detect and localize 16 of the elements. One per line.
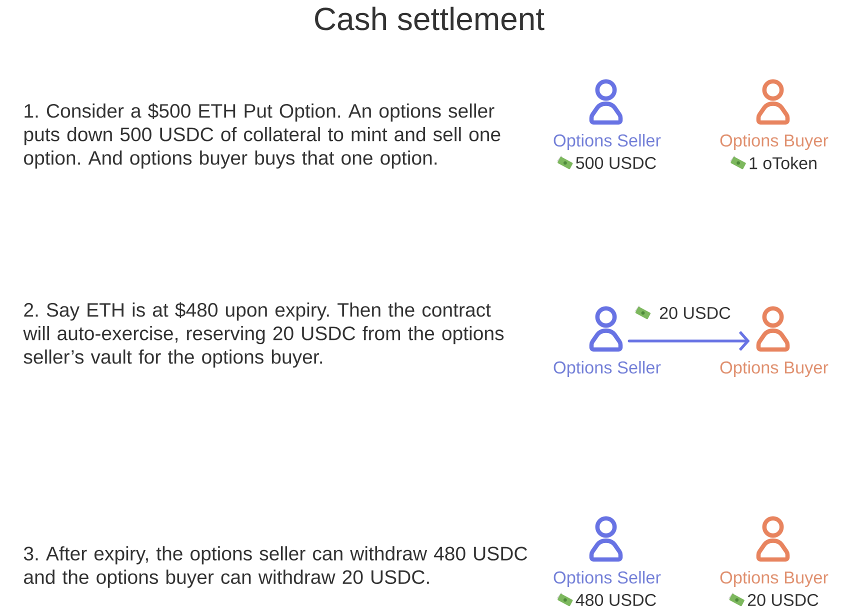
edge-label: 20 USDC: [658, 306, 732, 320]
role-label: Options Seller: [554, 134, 661, 150]
role-label: Options Buyer: [720, 360, 828, 377]
arrow: [628, 331, 750, 351]
role-label: Options Buyer: [720, 570, 828, 587]
role-label: Options Seller: [554, 570, 661, 587]
amount-label: 480 USDC: [576, 594, 656, 606]
step-text: 1. Consider a $500 ETH Put Option. An options seller puts down 500 USDC of collateral to mint and sell one option. And options buyer buys that one option.: [24, 103, 500, 169]
step-text: 2. Say ETH is at $480 upon expiry. Then the contract will auto-exercise, reserving 20 USDC from the options seller’s vault for the options buyer.: [23, 302, 504, 368]
role-label: Options Buyer: [720, 134, 828, 150]
step-text: 3. After expiry, the options seller can withdraw 480 USDC and the options buyer can withdraw 20 USDC.: [24, 546, 528, 588]
role-label: Options Seller: [554, 360, 661, 377]
amount-label: 500 USDC: [576, 156, 656, 169]
amount-label: 1 oToken: [750, 156, 816, 170]
amount-label: 20 USDC: [748, 594, 818, 606]
title: Cash settlement: [315, 6, 544, 30]
